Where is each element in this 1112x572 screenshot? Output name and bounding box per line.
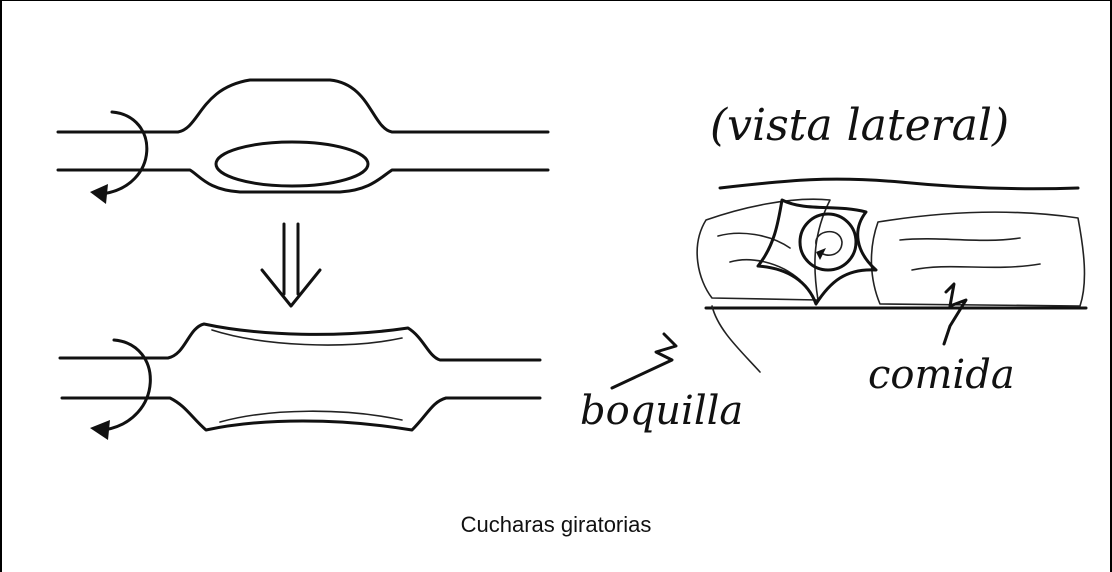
spoon-open-drawing	[60, 324, 540, 430]
figure-caption: Cucharas giratorias	[0, 512, 1112, 538]
spoon-closed-drawing	[58, 80, 548, 192]
side-view-label: (vista lateral)	[710, 100, 1009, 151]
rotation-arrow-icon-bottom	[90, 340, 150, 440]
food-label: comida	[868, 352, 1015, 398]
rotation-arrow-icon-top	[90, 112, 147, 204]
transform-down-arrow-icon	[262, 224, 320, 306]
food-pointer-icon	[944, 284, 966, 344]
side-view-drawing	[697, 179, 1086, 308]
mouthpiece-pointer-icon	[612, 306, 760, 388]
mouthpiece-label: boquilla	[580, 388, 743, 434]
